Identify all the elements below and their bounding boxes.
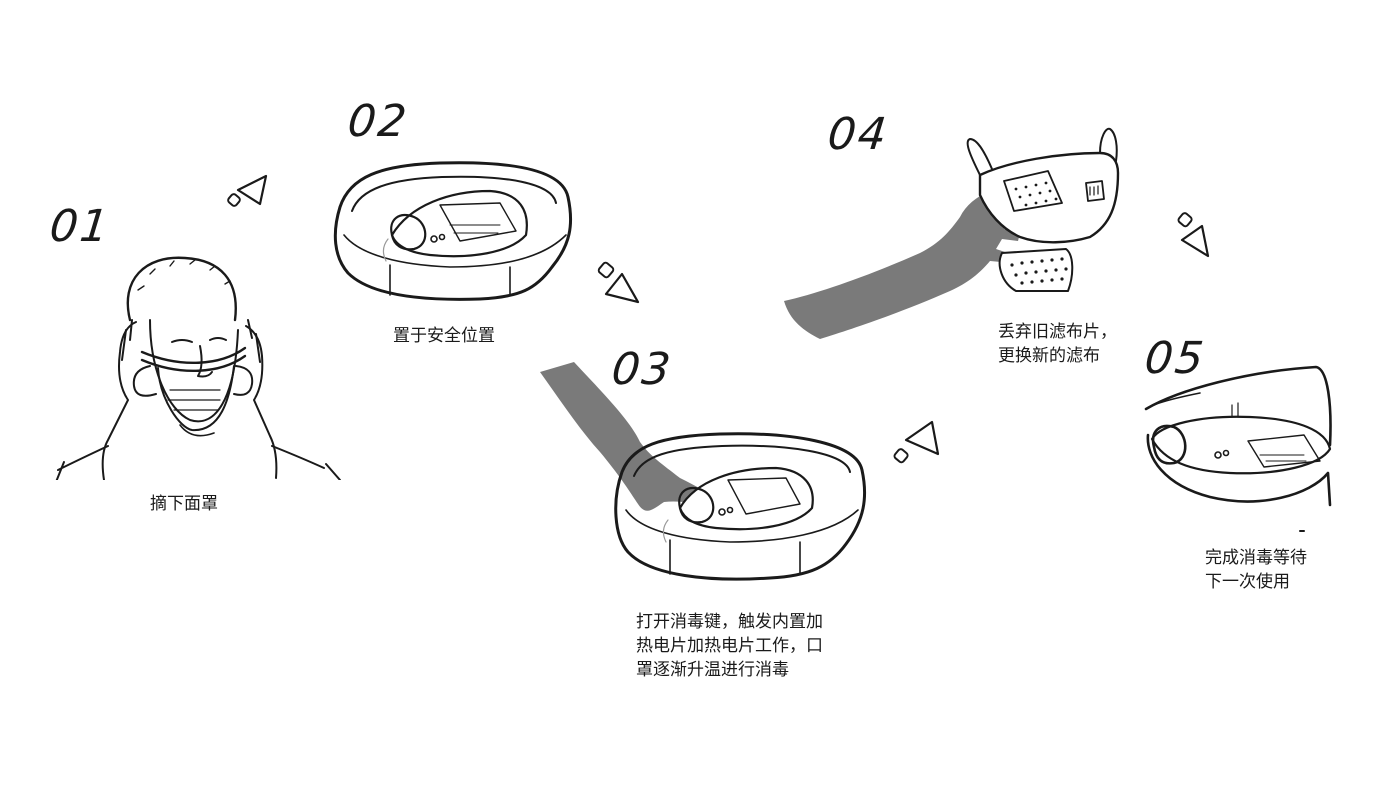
step-number-01: 01 <box>48 205 113 249</box>
hand-pressing-disinfect-button-illustration <box>540 360 870 590</box>
step-number-02: 02 <box>346 100 411 144</box>
hand-replacing-filter-illustration <box>780 125 1130 340</box>
step-caption-03: 打开消毒键，触发内置加 热电片加热电片工作，口 罩逐渐升温进行消毒 <box>636 610 876 682</box>
tray-with-mask-illustration <box>330 155 580 305</box>
person-removing-mask-illustration <box>50 250 350 480</box>
arrow-icon <box>1172 208 1220 264</box>
arrow-icon <box>890 418 946 468</box>
disinfected-mask-in-case-illustration <box>1140 365 1340 535</box>
step-caption-01: 摘下面罩 <box>150 492 218 516</box>
step-caption-02: 置于安全位置 <box>393 324 495 348</box>
arrow-icon <box>222 168 272 216</box>
arrow-icon <box>596 258 646 310</box>
step-caption-05: 完成消毒等待 下一次使用 <box>1205 546 1307 594</box>
